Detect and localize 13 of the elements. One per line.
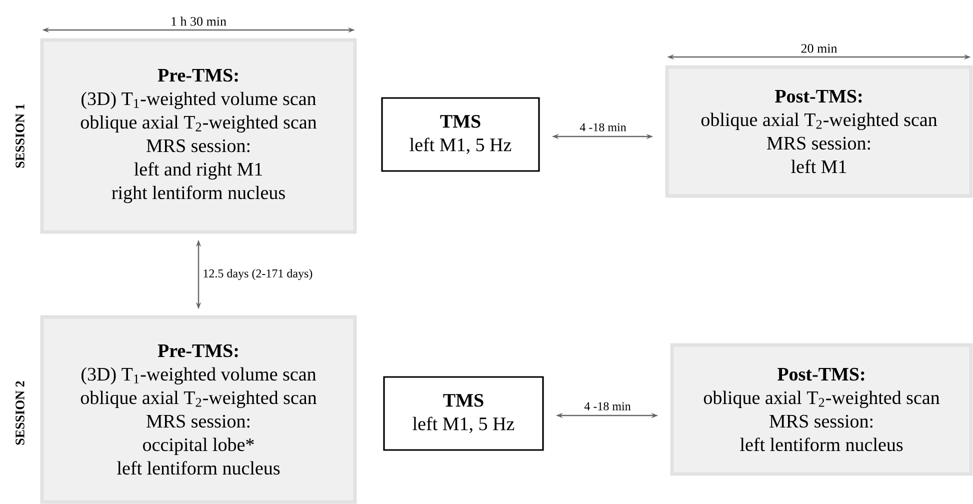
session-label: SESSION 2 xyxy=(16,381,24,445)
session-label: SESSION 1 xyxy=(16,104,24,168)
scan-box: Pre-TMS: (3D) T$_{1}$-weighted volume scan oblique axial T$_{2}$-weighted scan MRS session: left and right M1 right lentiform nucleus xyxy=(40,38,357,234)
edge-label: 4 -18 min xyxy=(583,401,632,412)
scan-box: Post-TMS: oblique axial T$_{2}$-weighted scan MRS session: left M1 xyxy=(665,65,973,198)
dimension-label: 1 h 30 min xyxy=(172,16,226,26)
scan-box: Pre-TMS: (3D) T$_{1}$-weighted volume scan oblique axial T$_{2}$-weighted scan MRS session: occipital lobe* left lentiform nucleus xyxy=(40,315,357,504)
stimulation-box: TMS left M1, 5 Hz xyxy=(383,376,544,451)
stimulation-box: TMS left M1, 5 Hz xyxy=(381,97,540,172)
edge-label: 4 -18 min xyxy=(578,122,628,132)
dimension-label: 20 min xyxy=(801,44,838,53)
scan-box: Post-TMS: oblique axial T$_{2}$-weighted scan MRS session: left lentiform nucleus xyxy=(670,343,973,476)
edge-label: 12.5 days (2-171 days) xyxy=(202,268,314,281)
